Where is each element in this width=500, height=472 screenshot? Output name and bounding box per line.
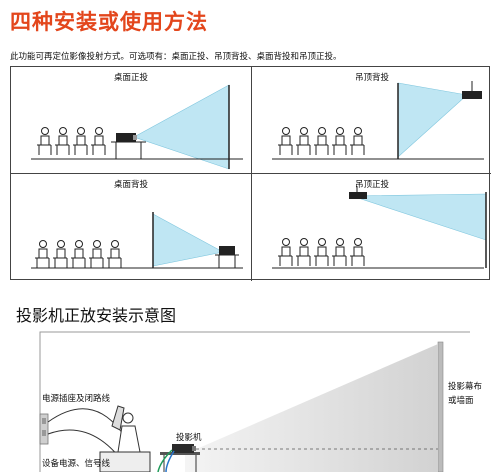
mode-label: 桌面背投 <box>113 180 148 190</box>
ceiling-rear-illustration <box>272 81 484 160</box>
mode-ceiling-front: 吊顶正投 <box>251 174 491 281</box>
desk-rear-illustration <box>31 212 243 269</box>
projector-label: 投影机 <box>176 433 202 443</box>
screen-label-line1: 投影幕布 <box>448 382 483 392</box>
intro-text: 此功能可再定位影像投射方式。可选项有：桌面正投、吊顶背投、桌面背投和吊顶正投。 <box>10 52 342 62</box>
equipment-label: 设备电源、信号线 <box>42 459 111 469</box>
install-diagram <box>39 331 470 472</box>
desk-front-illustration <box>31 84 243 170</box>
socket-label: 电源插座及闭路线 <box>42 394 111 404</box>
mode-desk-front: 桌面正投 <box>11 67 251 174</box>
mode-label: 吊顶正投 <box>354 180 389 190</box>
mode-ceiling-rear: 吊顶背投 <box>251 67 491 174</box>
screen-label-line2: 或墙面 <box>448 396 474 406</box>
ceiling-front-illustration <box>272 186 487 269</box>
mode-desk-rear: 桌面背投 <box>11 174 251 281</box>
install-title: 投影机正放安装示意图 <box>16 306 177 325</box>
mode-label: 桌面正投 <box>113 73 148 83</box>
page-title: 四种安装或使用方法 <box>10 10 208 34</box>
mode-label: 吊顶背投 <box>354 73 389 83</box>
mode-grid: 桌面正投 吊顶背投 <box>10 66 491 281</box>
